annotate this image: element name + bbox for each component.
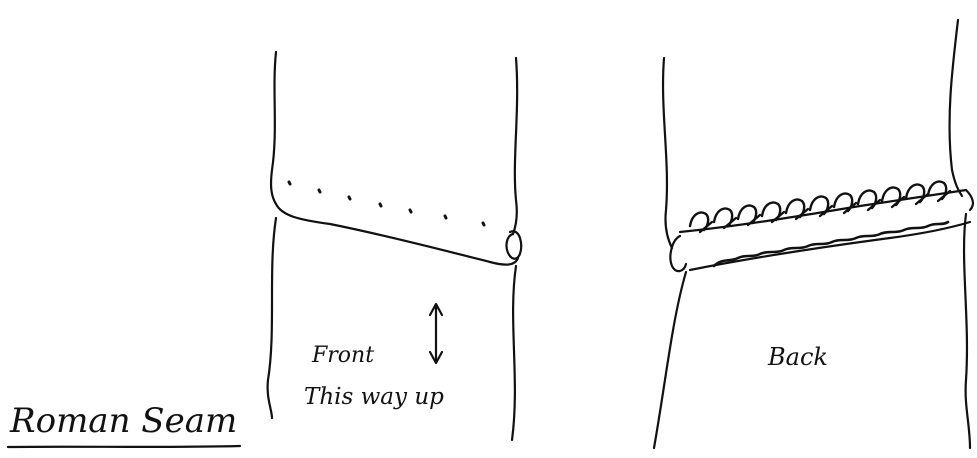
back-right-edge-upper (950, 20, 962, 196)
front-upper-left-edge (271, 52, 276, 204)
seam-allowance-end (966, 190, 973, 210)
front-lower-left-edge (268, 218, 276, 418)
back-overcast-stitches (690, 182, 950, 233)
back-left-edge (663, 58, 672, 248)
front-label: Front (311, 343, 374, 368)
back-view (654, 20, 973, 448)
up-down-arrow-icon (430, 304, 442, 363)
title-underline (8, 446, 240, 447)
front-upper-right-edge (513, 58, 517, 234)
front-stitch-dots (289, 182, 484, 225)
back-left-fold (670, 236, 686, 271)
back-right-edge-lower (964, 214, 970, 448)
back-label: Back (767, 343, 828, 371)
front-view (268, 52, 522, 440)
front-fold-edge (276, 204, 518, 265)
back-lower-left-edge (654, 272, 686, 448)
front-lower-right-edge (512, 266, 516, 440)
front-seam-curl (506, 231, 521, 258)
diagram-title: Roman Seam (9, 401, 237, 441)
front-orientation-note: This way up (304, 384, 444, 410)
seam-allowance-bottom (690, 222, 970, 270)
